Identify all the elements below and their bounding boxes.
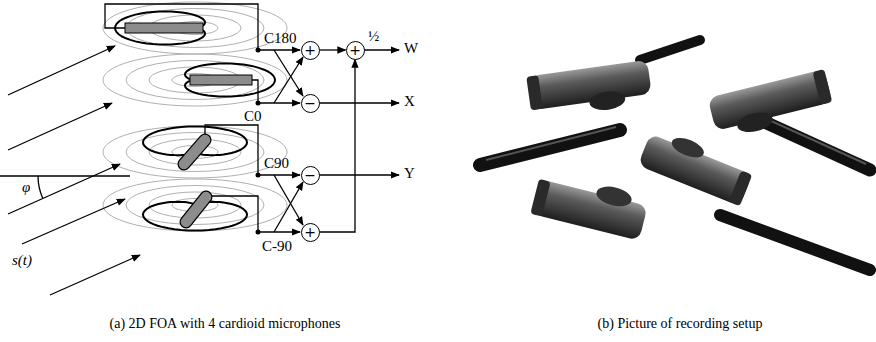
operator-sign: + [304,225,316,239]
signal-line [258,50,399,232]
operator-sign: + [304,43,316,57]
incident-wave [0,46,140,295]
signal-connector [320,60,356,233]
angle-symbol: φ [22,179,30,196]
microphone [125,23,252,222]
summing-node: + [301,223,320,242]
summing-node: + [301,41,320,60]
channel-name: C0 [244,108,262,125]
cardioid-pattern [185,63,275,96]
output-signal: X [404,93,415,110]
polar-grid [103,2,287,231]
cardioid-pattern [115,11,205,44]
operator-sign: − [304,96,316,110]
operator-sign: + [349,43,361,57]
caption: (b) Picture of recording setup [598,316,763,331]
photo-illustration [480,40,870,270]
junction-dot [256,48,261,235]
wires [105,4,258,232]
summing-node: − [301,94,320,113]
summing-node: + [346,41,365,60]
scale-factor: ½ [368,28,379,45]
signal-name: s(t) [12,252,32,269]
channel-name: C90 [264,155,289,172]
caption: (a) 2D FOA with 4 cardioid microphones [110,316,341,331]
summing-node: − [301,166,320,185]
output-signal: Y [404,165,415,182]
channel-name: C-90 [262,238,292,255]
operator-sign: − [304,168,316,182]
signal-connector [320,49,346,50]
channel-name: C180 [264,30,297,47]
output-signal: W [404,40,418,57]
